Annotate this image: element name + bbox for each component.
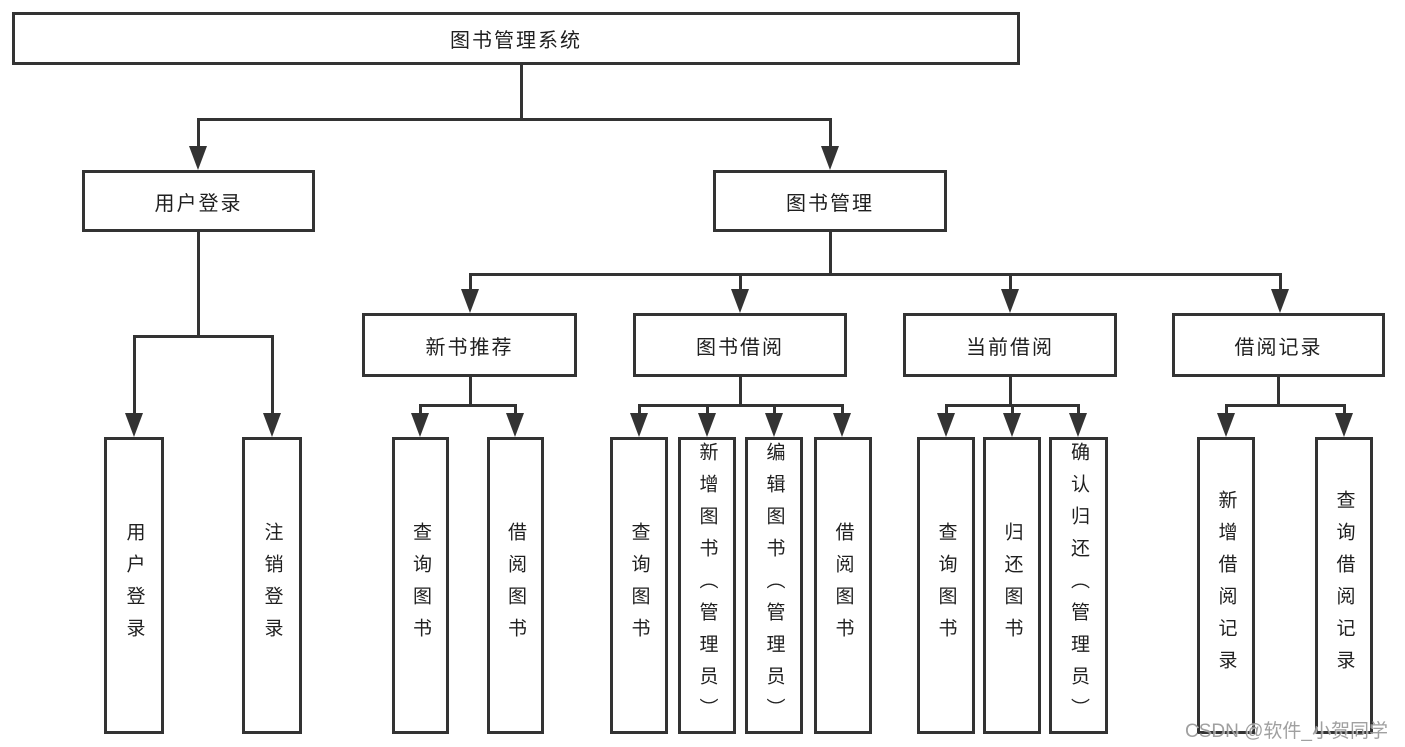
leaf-br-query-record: 查询借阅记录 <box>1315 437 1373 734</box>
node-label: 借阅图书 <box>505 521 526 650</box>
connector-line <box>945 404 948 415</box>
arrow-down-icon <box>1271 289 1289 313</box>
node-label: 图书借阅 <box>696 336 784 359</box>
connector-line <box>829 232 832 275</box>
node-label: 当前借阅 <box>966 336 1054 359</box>
connector-line <box>520 65 523 119</box>
node-borrow-records: 借阅记录 <box>1172 313 1385 377</box>
arrow-down-icon <box>189 146 207 170</box>
leaf-cb-query-books: 查询图书 <box>917 437 975 734</box>
arrow-down-icon <box>1217 413 1235 437</box>
node-label: 借阅图书 <box>832 521 854 650</box>
node-label: 用户登录 <box>154 192 243 215</box>
connector-line <box>1009 377 1012 406</box>
connector-line <box>638 404 844 407</box>
arrow-down-icon <box>630 413 648 437</box>
node-label: 确认归还（管理员） <box>1068 441 1089 730</box>
csdn-watermark: CSDN @软件_小贺同学 <box>1185 721 1388 742</box>
connector-line <box>739 273 742 293</box>
connector-line <box>469 273 1281 276</box>
connector-line <box>638 404 641 415</box>
leaf-nb-query-books: 查询图书 <box>392 437 449 734</box>
node-label: 编辑图书（管理员） <box>763 441 785 730</box>
connector-line <box>1225 404 1228 415</box>
arrow-down-icon <box>765 413 783 437</box>
arrow-down-icon <box>461 289 479 313</box>
arrow-down-icon <box>263 413 281 437</box>
leaf-nb-borrow-books: 借阅图书 <box>487 437 544 734</box>
arrow-down-icon <box>731 289 749 313</box>
arrow-down-icon <box>506 413 524 437</box>
connector-line <box>773 404 776 415</box>
node-label: 图书管理系统 <box>450 30 582 52</box>
node-current-borrowing: 当前借阅 <box>903 313 1117 377</box>
leaf-logout: 注销登录 <box>242 437 302 734</box>
connector-line <box>469 377 472 406</box>
node-label: 新增借阅记录 <box>1215 489 1237 682</box>
node-library-system: 图书管理系统 <box>12 12 1020 65</box>
arrow-down-icon <box>1335 413 1353 437</box>
node-label: 用户登录 <box>123 521 145 650</box>
connector-line <box>419 404 422 415</box>
connector-line <box>1077 404 1080 415</box>
node-user-login: 用户登录 <box>82 170 315 232</box>
connector-line <box>1343 404 1346 415</box>
arrow-down-icon <box>125 413 143 437</box>
connector-line <box>197 118 200 148</box>
node-label: 查询图书 <box>410 521 431 650</box>
connector-line <box>829 118 832 148</box>
leaf-br-add-record: 新增借阅记录 <box>1197 437 1255 734</box>
arrow-down-icon <box>821 146 839 170</box>
node-label: 查询图书 <box>935 521 957 650</box>
node-label: 注销登录 <box>261 521 283 650</box>
connector-line <box>1225 404 1345 407</box>
connector-line <box>197 232 200 337</box>
leaf-bb-add-books-admin: 新增图书（管理员） <box>678 437 736 734</box>
node-label: 借阅记录 <box>1234 336 1323 359</box>
leaf-bb-borrow-books: 借阅图书 <box>814 437 872 734</box>
connector-line <box>271 335 274 415</box>
connector-line <box>739 377 742 406</box>
leaf-cb-confirm-return-admin: 确认归还（管理员） <box>1049 437 1108 734</box>
connector-line <box>1277 377 1280 406</box>
connector-line <box>133 335 274 338</box>
connector-line <box>469 273 472 293</box>
connector-line <box>841 404 844 415</box>
arrow-down-icon <box>1001 289 1019 313</box>
arrow-down-icon <box>937 413 955 437</box>
node-book-management: 图书管理 <box>713 170 947 232</box>
connector-line <box>1279 273 1282 293</box>
connector-line <box>1011 404 1014 415</box>
node-label: 新书推荐 <box>425 336 514 359</box>
leaf-user-login: 用户登录 <box>104 437 164 734</box>
node-label: 新增图书（管理员） <box>696 441 718 730</box>
node-book-borrowing: 图书借阅 <box>633 313 847 377</box>
leaf-bb-edit-books-admin: 编辑图书（管理员） <box>745 437 803 734</box>
node-new-book-recommend: 新书推荐 <box>362 313 577 377</box>
node-label: 查询图书 <box>628 521 650 650</box>
connector-line <box>133 335 136 415</box>
connector-line <box>197 118 832 121</box>
arrow-down-icon <box>1003 413 1021 437</box>
node-label: 归还图书 <box>1001 521 1023 650</box>
leaf-bb-query-books: 查询图书 <box>610 437 668 734</box>
connector-line <box>1009 273 1012 293</box>
node-label: 图书管理 <box>786 192 874 215</box>
connector-line <box>706 404 709 415</box>
leaf-cb-return-books: 归还图书 <box>983 437 1041 734</box>
arrow-down-icon <box>833 413 851 437</box>
arrow-down-icon <box>411 413 429 437</box>
arrow-down-icon <box>1069 413 1087 437</box>
connector-line <box>419 404 517 407</box>
connector-line <box>514 404 517 415</box>
arrow-down-icon <box>698 413 716 437</box>
node-label: 查询借阅记录 <box>1333 489 1355 682</box>
